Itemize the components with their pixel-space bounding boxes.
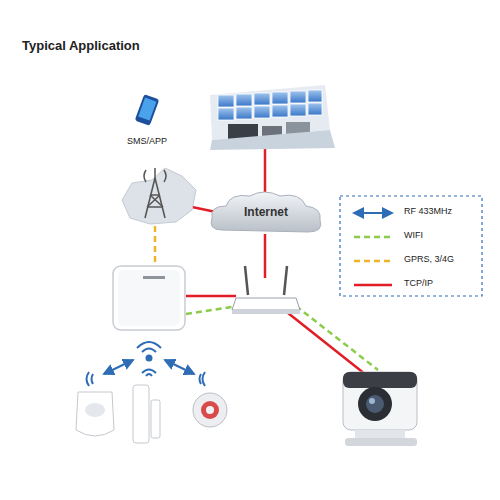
- tcpip-wires: [186, 145, 370, 378]
- monitoring-center: [210, 85, 335, 150]
- wifi-wires: [186, 306, 378, 370]
- phone-node: SMS/APP: [122, 92, 172, 146]
- legend-rf-sample: [354, 212, 392, 214]
- gprs-wire: [154, 226, 157, 266]
- pir-detector: [76, 392, 114, 436]
- legend-tcpip-sample: [354, 284, 392, 287]
- wifi-router: [232, 266, 300, 314]
- legend-label: GPRS, 3/4G: [404, 254, 454, 264]
- key-fob: [193, 393, 227, 427]
- alarm-hub: [113, 266, 185, 330]
- cell-tower: [122, 168, 196, 224]
- device-label: SMS/APP: [127, 136, 167, 146]
- door-contact: [133, 385, 160, 443]
- legend-label: RF 433MHz: [404, 206, 452, 216]
- legend-gprs-sample: [354, 260, 392, 263]
- legend-label: TCP/IP: [404, 278, 433, 288]
- rf-waves: [87, 342, 206, 386]
- legend-frame: [340, 196, 482, 296]
- cloud-label: Internet: [244, 205, 288, 219]
- internet-cloud: Internet: [208, 190, 324, 238]
- legend-label: WIFI: [404, 230, 423, 240]
- ip-camera: [343, 372, 417, 446]
- diagram-title: Typical Application: [22, 38, 140, 53]
- legend-wifi-sample: [354, 236, 392, 239]
